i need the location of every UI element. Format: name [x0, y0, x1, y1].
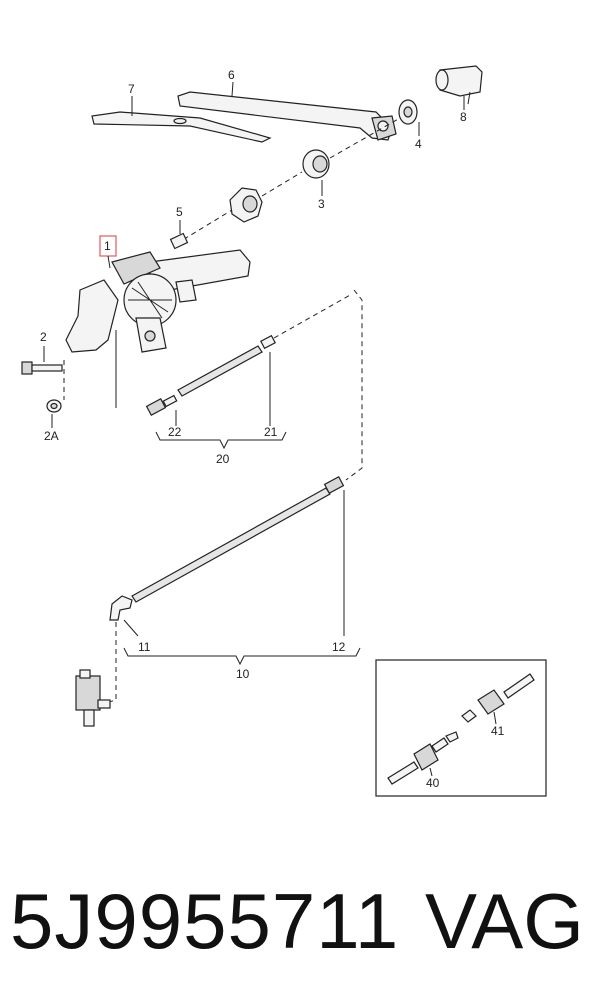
part-number: 5J9955711 [10, 877, 400, 965]
callout-22: 22 [168, 425, 182, 439]
callout-8: 8 [460, 110, 467, 124]
nut-part-2a [46, 399, 62, 413]
stud-part-5 [169, 232, 189, 250]
grommet [229, 187, 263, 223]
callout-40: 40 [426, 776, 440, 790]
callout-41: 41 [491, 724, 505, 738]
hose-piece-part-20 [177, 345, 263, 397]
callout-3: 3 [318, 197, 325, 211]
footer: 5J9955711 VAG [0, 870, 600, 980]
nut-part-4 [398, 99, 418, 125]
callout-20: 20 [216, 452, 230, 466]
callout-7: 7 [128, 82, 135, 96]
callout-21: 21 [264, 425, 278, 439]
wiper-arm-part-6 [177, 91, 397, 141]
callout-2a: 2A [44, 429, 59, 443]
exploded-parts-diagram: 6 7 8 4 3 5 [21, 65, 547, 797]
callout-5: 5 [176, 205, 183, 219]
callout-6: 6 [228, 68, 235, 82]
callout-1: 1 [104, 239, 111, 253]
connector-part-41 [461, 673, 535, 723]
elbow-connector-part-11 [109, 595, 133, 621]
callout-2: 2 [40, 330, 47, 344]
callout-11: 11 [138, 640, 151, 654]
connector-part-22 [145, 394, 178, 416]
bolt-part-2 [21, 361, 63, 375]
connector-part-21 [260, 334, 276, 350]
brand-label: VAG [425, 877, 584, 965]
wiper-blade-part-7 [91, 111, 272, 143]
connector-part-40 [387, 731, 459, 785]
cap-part-8 [435, 65, 483, 105]
washer-pump [75, 669, 111, 727]
callout-4: 4 [415, 137, 422, 151]
wiper-motor-part-1 [65, 249, 251, 353]
callout-1-highlight-box [99, 235, 117, 257]
washer-hose-part-10 [131, 476, 345, 603]
seal-part-3 [302, 149, 330, 179]
callout-12: 12 [332, 640, 346, 654]
callout-10: 10 [236, 667, 250, 681]
